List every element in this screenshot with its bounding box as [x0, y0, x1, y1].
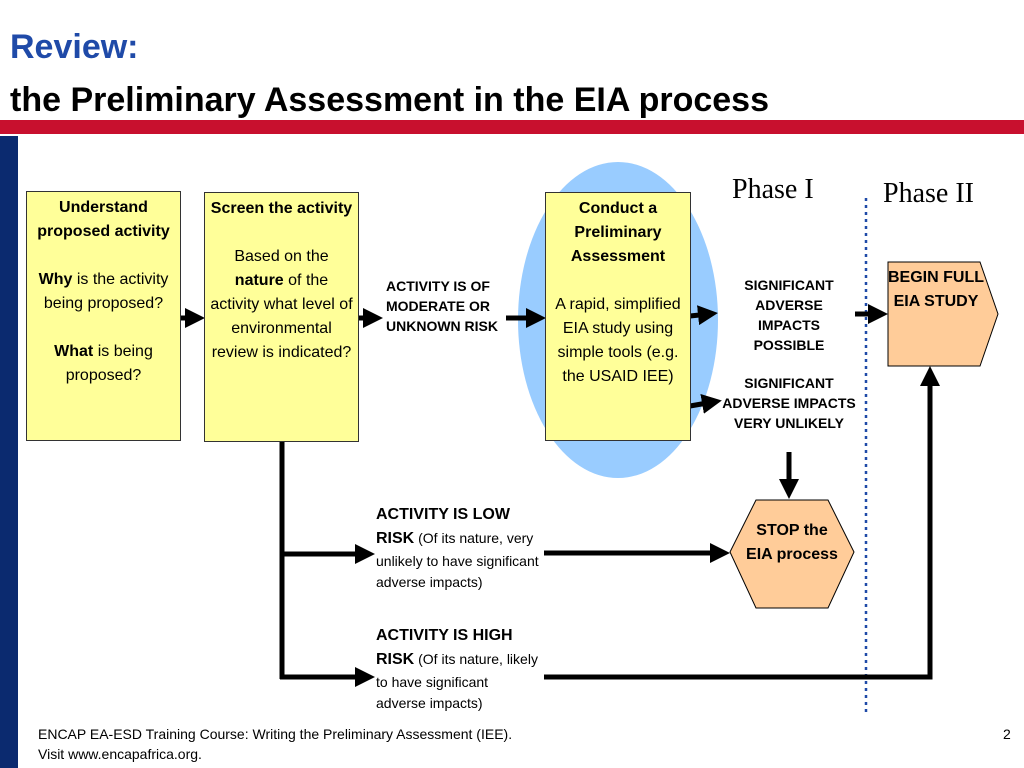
- understand-what: What is being proposed?: [31, 340, 176, 388]
- screen-body: Based on the nature of the activity what…: [209, 245, 354, 365]
- phase-1-label: Phase I: [732, 174, 814, 205]
- why-keyword: Why: [38, 271, 73, 288]
- arrow-conduct-to-unlikely: [689, 394, 722, 414]
- conduct-assessment-box: Conduct a Preliminary Assessment A rapid…: [545, 192, 691, 441]
- begin-full-eia-shape: [887, 261, 999, 367]
- stop-eia-label: STOP the EIA process: [746, 522, 838, 563]
- screen-activity-box: Screen the activity Based on the nature …: [204, 192, 359, 442]
- high-risk-label: ACTIVITY IS HIGH RISK (Of its nature, li…: [376, 624, 538, 714]
- footer-website-line: Visit www.encapafrica.org.: [38, 746, 202, 762]
- low-risk-heading: ACTIVITY IS LOW RISK: [376, 506, 510, 547]
- connector-high-to-begin: [544, 366, 940, 680]
- page-number: 2: [1003, 726, 1011, 742]
- footer-course-line: ENCAP EA-ESD Training Course: Writing th…: [38, 726, 513, 742]
- nature-keyword: nature: [234, 272, 284, 289]
- title-underline-bar: [0, 120, 1024, 134]
- screen-heading: Screen the activity: [210, 200, 353, 217]
- moderate-risk-label: ACTIVITY IS OF MODERATE OR UNKNOWN RISK: [386, 278, 498, 334]
- phase-2-label: Phase II: [883, 178, 974, 209]
- high-risk-heading: ACTIVITY IS HIGH RISK: [376, 627, 513, 668]
- screen-body-pre: Based on the: [234, 248, 329, 265]
- low-risk-label: ACTIVITY IS LOW RISK (Of its nature, ver…: [376, 503, 548, 593]
- conduct-heading: Conduct a Preliminary Assessment: [570, 200, 666, 265]
- slide-title: Review:: [10, 28, 139, 66]
- understand-heading: Understand proposed activity: [37, 199, 170, 240]
- understand-why: Why is the activity being proposed?: [31, 268, 176, 316]
- what-text: is being proposed?: [65, 343, 153, 384]
- begin-full-eia-label: BEGIN FULL EIA STUDY: [888, 269, 984, 310]
- low-risk-detail: (Of its nature, very unlikely to have si…: [376, 530, 539, 590]
- what-keyword: What: [54, 343, 94, 360]
- left-accent-bar: [0, 136, 18, 768]
- understand-activity-box: Understand proposed activity Why is the …: [26, 191, 181, 441]
- significant-possible-label: SIGNIFICANT ADVERSE IMPACTS POSSIBLE: [744, 277, 834, 353]
- stop-eia-shape: [729, 499, 855, 609]
- conduct-body: A rapid, simplified EIA study using simp…: [555, 296, 681, 385]
- screen-body-post: of the activity what level of environmen…: [210, 272, 353, 361]
- high-risk-detail: (Of its nature, likely to have significa…: [376, 651, 538, 711]
- slide-subtitle: the Preliminary Assessment in the EIA pr…: [10, 81, 769, 119]
- arrow-conduct-to-possible: [689, 305, 718, 326]
- why-text: is the activity being proposed?: [43, 271, 169, 312]
- significant-unlikely-label: SIGNIFICANT ADVERSE IMPACTS VERY UNLIKEL…: [722, 375, 856, 431]
